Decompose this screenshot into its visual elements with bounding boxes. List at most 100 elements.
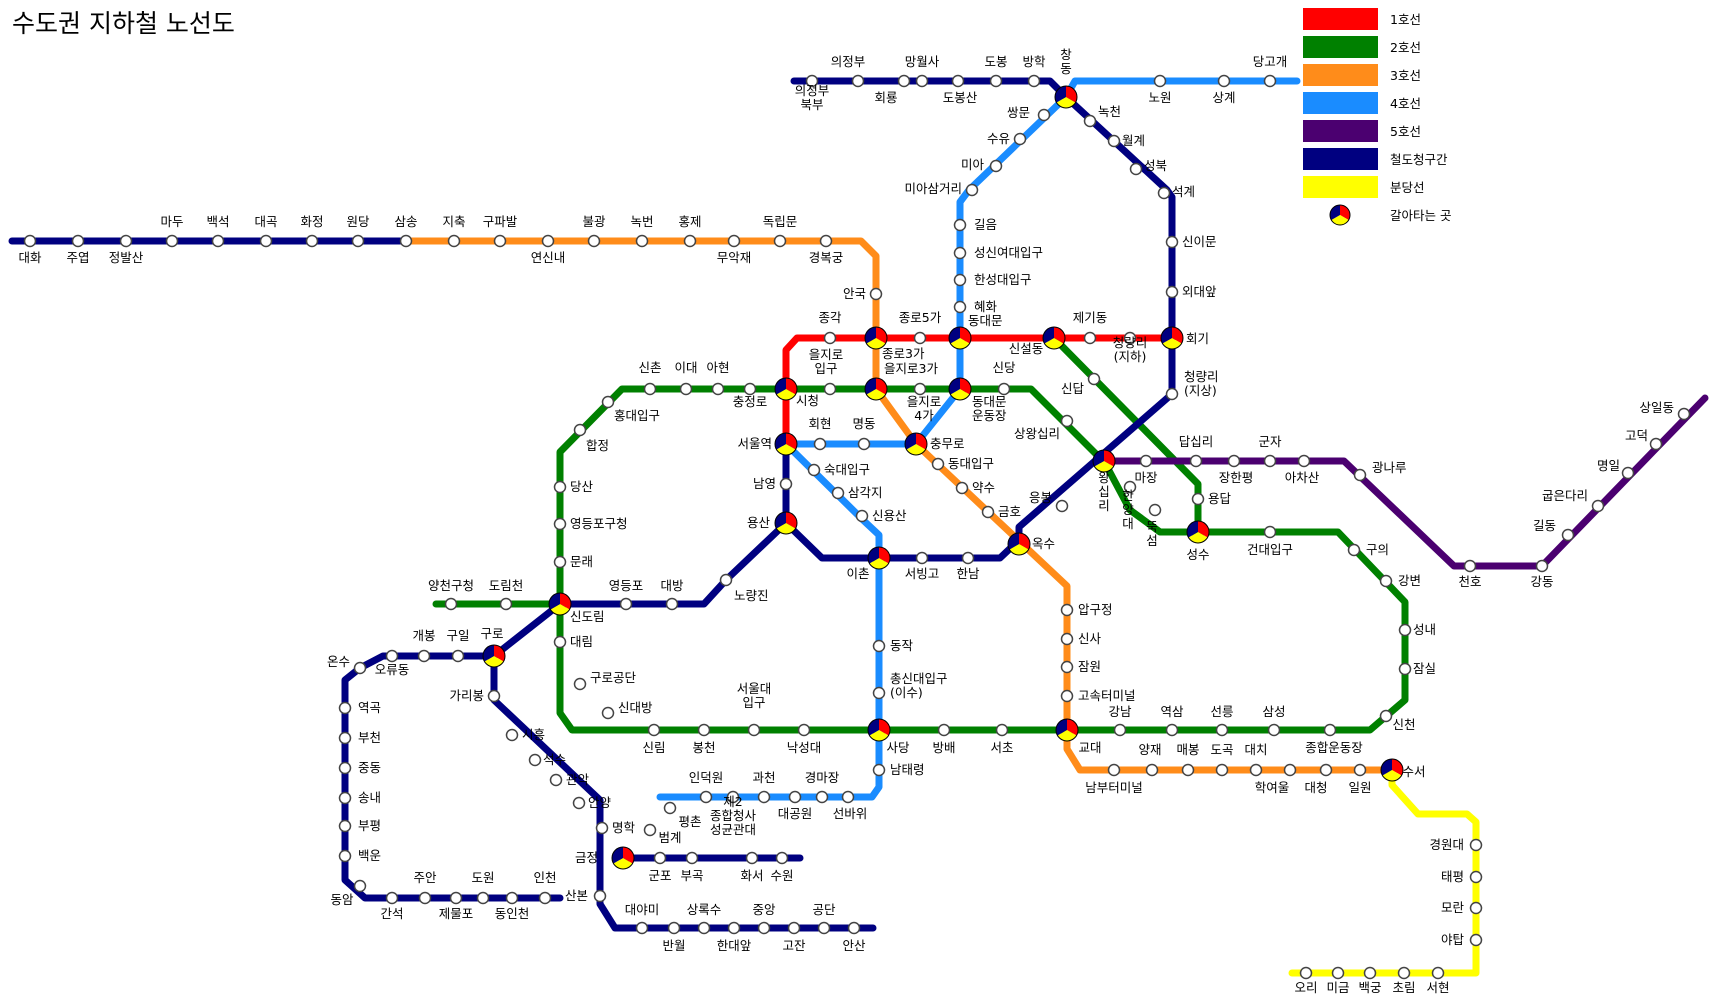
- station-marker-56[interactable]: [601, 395, 615, 409]
- station-marker-64[interactable]: [601, 706, 615, 720]
- station-marker-156[interactable]: [449, 891, 463, 905]
- station-marker-195[interactable]: [1469, 838, 1483, 852]
- station-marker-110[interactable]: [872, 763, 886, 777]
- station-marker-17[interactable]: [819, 234, 833, 248]
- station-marker-70[interactable]: [937, 723, 951, 737]
- station-marker-71[interactable]: [995, 723, 1009, 737]
- station-marker-63[interactable]: [573, 677, 587, 691]
- station-marker-187[interactable]: [1353, 468, 1367, 482]
- station-marker-180[interactable]: [961, 551, 975, 565]
- station-marker-80[interactable]: [1398, 623, 1412, 637]
- station-marker-175[interactable]: [757, 921, 771, 935]
- station-marker-23[interactable]: [951, 74, 965, 88]
- station-marker-197[interactable]: [1469, 901, 1483, 915]
- station-marker-10[interactable]: [493, 234, 507, 248]
- station-marker-191[interactable]: [1591, 499, 1605, 513]
- station-marker-44[interactable]: [953, 273, 967, 287]
- station-marker-130[interactable]: [1181, 763, 1195, 777]
- station-marker-139[interactable]: [719, 573, 733, 587]
- station-marker-174[interactable]: [727, 921, 741, 935]
- station-marker-43[interactable]: [953, 246, 967, 260]
- station-marker-27[interactable]: [1083, 114, 1097, 128]
- station-marker-112[interactable]: [815, 790, 829, 804]
- station-marker-77[interactable]: [1323, 723, 1337, 737]
- station-marker-173[interactable]: [697, 921, 711, 935]
- station-marker-128[interactable]: [1107, 763, 1121, 777]
- station-marker-127[interactable]: [1060, 689, 1074, 703]
- station-marker-160[interactable]: [487, 689, 501, 703]
- station-marker-111[interactable]: [841, 790, 855, 804]
- station-marker-182[interactable]: [1139, 454, 1153, 468]
- station-marker-29[interactable]: [1129, 162, 1143, 176]
- station-marker-202[interactable]: [1331, 966, 1345, 980]
- station-marker-117[interactable]: [663, 801, 677, 815]
- station-marker-129[interactable]: [1145, 763, 1159, 777]
- station-marker-122[interactable]: [981, 505, 995, 519]
- station-marker-121[interactable]: [955, 481, 969, 495]
- station-marker-113[interactable]: [788, 790, 802, 804]
- station-marker-104[interactable]: [807, 463, 821, 477]
- station-marker-38[interactable]: [1037, 108, 1051, 122]
- station-marker-41[interactable]: [965, 183, 979, 197]
- station-marker-18[interactable]: [869, 287, 883, 301]
- station-marker-6[interactable]: [305, 234, 319, 248]
- station-marker-52[interactable]: [1123, 331, 1137, 345]
- station-marker-194[interactable]: [1677, 407, 1691, 421]
- station-marker-115[interactable]: [726, 790, 740, 804]
- station-marker-178[interactable]: [847, 921, 861, 935]
- station-marker-8[interactable]: [399, 234, 413, 248]
- station-marker-83[interactable]: [1263, 525, 1277, 539]
- station-marker-65[interactable]: [647, 723, 661, 737]
- station-marker-172[interactable]: [667, 921, 681, 935]
- station-marker-86[interactable]: [1123, 480, 1137, 494]
- station-marker-184[interactable]: [1227, 454, 1241, 468]
- station-marker-149[interactable]: [338, 761, 352, 775]
- station-marker-16[interactable]: [773, 234, 787, 248]
- station-marker-88[interactable]: [1060, 414, 1074, 428]
- station-marker-20[interactable]: [851, 74, 865, 88]
- station-marker-144[interactable]: [417, 649, 431, 663]
- station-marker-95[interactable]: [743, 382, 757, 396]
- station-marker-25[interactable]: [1027, 74, 1041, 88]
- station-marker-81[interactable]: [1379, 574, 1393, 588]
- station-marker-118[interactable]: [643, 823, 657, 837]
- station-marker-108[interactable]: [872, 639, 886, 653]
- station-marker-176[interactable]: [787, 921, 801, 935]
- station-marker-32[interactable]: [1165, 285, 1179, 299]
- station-marker-12[interactable]: [587, 234, 601, 248]
- station-marker-76[interactable]: [1267, 723, 1281, 737]
- station-marker-55[interactable]: [711, 382, 725, 396]
- station-marker-140[interactable]: [665, 597, 679, 611]
- station-marker-106[interactable]: [855, 509, 869, 523]
- station-marker-181[interactable]: [1055, 499, 1069, 513]
- station-marker-34[interactable]: [1165, 387, 1179, 401]
- station-marker-7[interactable]: [351, 234, 365, 248]
- station-marker-22[interactable]: [915, 74, 929, 88]
- station-marker-163[interactable]: [549, 773, 563, 787]
- station-marker-201[interactable]: [1363, 966, 1377, 980]
- station-marker-82[interactable]: [1347, 543, 1361, 557]
- station-marker-91[interactable]: [913, 382, 927, 396]
- station-marker-53[interactable]: [643, 382, 657, 396]
- station-marker-59[interactable]: [553, 517, 567, 531]
- station-marker-164[interactable]: [572, 796, 586, 810]
- station-marker-196[interactable]: [1469, 870, 1483, 884]
- station-marker-51[interactable]: [1083, 331, 1097, 345]
- station-marker-131[interactable]: [1215, 763, 1229, 777]
- station-marker-75[interactable]: [1215, 723, 1229, 737]
- station-marker-161[interactable]: [505, 728, 519, 742]
- station-marker-167[interactable]: [685, 851, 699, 865]
- station-marker-159[interactable]: [538, 891, 552, 905]
- station-marker-46[interactable]: [823, 331, 837, 345]
- station-marker-9[interactable]: [447, 234, 461, 248]
- station-marker-200[interactable]: [1397, 966, 1411, 980]
- station-marker-73[interactable]: [1113, 723, 1127, 737]
- station-marker-11[interactable]: [541, 234, 555, 248]
- station-marker-45[interactable]: [953, 300, 967, 314]
- station-marker-150[interactable]: [338, 791, 352, 805]
- station-marker-168[interactable]: [745, 851, 759, 865]
- station-marker-96[interactable]: [1191, 492, 1205, 506]
- station-marker-134[interactable]: [1319, 763, 1333, 777]
- station-marker-203[interactable]: [1299, 966, 1313, 980]
- station-marker-98[interactable]: [444, 597, 458, 611]
